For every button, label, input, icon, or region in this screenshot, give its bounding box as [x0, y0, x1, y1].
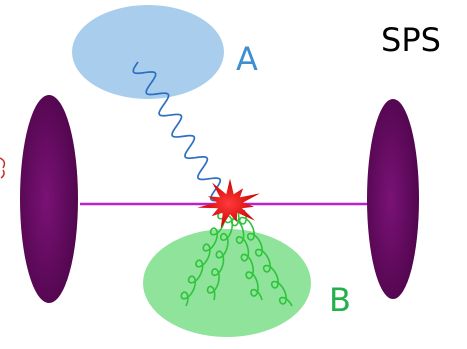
- blob-a: [72, 5, 224, 99]
- starburst-icon: [197, 178, 260, 229]
- sps-label: SPS: [381, 21, 441, 59]
- gluon-curly-line-right-outer: [238, 209, 293, 307]
- blob-b: [143, 229, 311, 337]
- gluon-curly-line-right-inner: [230, 211, 263, 301]
- gluon-curly-line-left-outer: [180, 209, 231, 307]
- photon-wavy-line: [132, 61, 223, 202]
- blob-b-label: B: [329, 281, 351, 319]
- edge-mark: [0, 157, 6, 179]
- plate-left: [20, 95, 78, 303]
- blob-a-label: A: [236, 40, 258, 78]
- plate-right: [367, 99, 419, 299]
